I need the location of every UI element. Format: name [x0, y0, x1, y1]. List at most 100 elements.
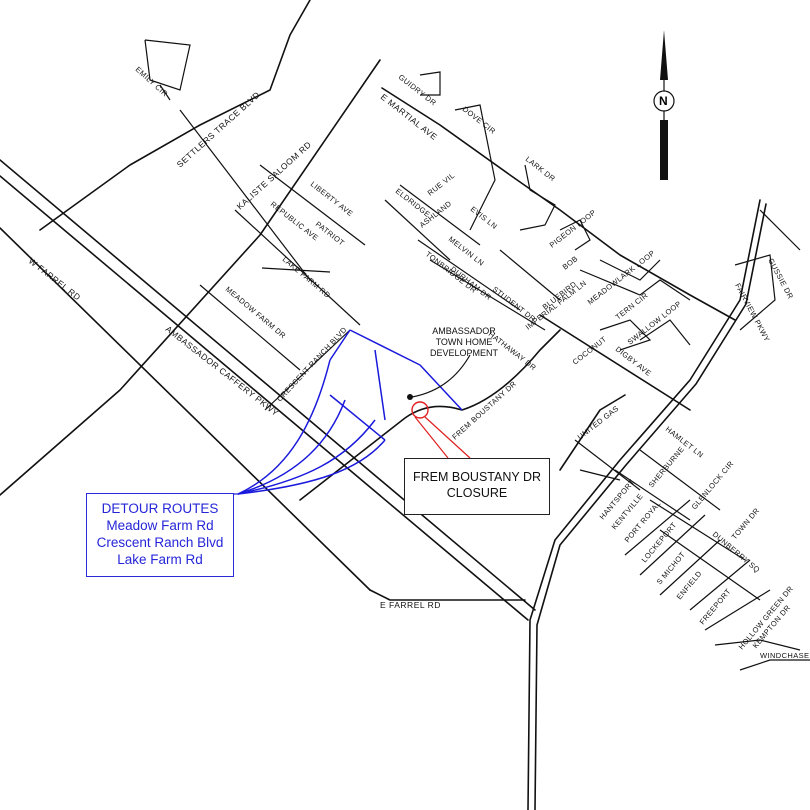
- meadow-farm-street: [199, 284, 301, 371]
- major-roads: [0, 0, 767, 810]
- closure-leader-line: [424, 416, 471, 459]
- bluebird-street: [579, 269, 691, 301]
- closure-callout: FREM BOUSTANY DR CLOSURE: [404, 458, 550, 515]
- street-label: LAKE FARM RD: [281, 255, 333, 300]
- street-label: AMBASSADOR CAFFERY PKWY: [164, 324, 281, 418]
- kentville-street: [624, 499, 691, 556]
- digby-road: [539, 314, 691, 411]
- lake-farm-street: [234, 209, 361, 326]
- detour-route-line: [329, 329, 351, 361]
- windchase-street: [739, 659, 810, 671]
- dove-street: [454, 104, 496, 231]
- lockeport-street: [659, 539, 721, 596]
- street-label: UNITED GAS: [576, 404, 621, 442]
- liberty-street: [259, 164, 366, 246]
- north-arrow-letter: N: [659, 94, 668, 108]
- hantsport-street: [579, 469, 621, 481]
- north-arrow-icon: N: [653, 30, 675, 180]
- main-ns-road: [527, 199, 761, 810]
- detour-route-line: [237, 399, 346, 495]
- street-label: SHERBURNE: [647, 445, 686, 490]
- sherburne-street: [639, 449, 721, 511]
- detour-route-line: [237, 359, 331, 495]
- street-label: ENFIELD: [675, 569, 704, 601]
- detour-route-line: [419, 364, 463, 411]
- detour-route-line: [374, 349, 386, 421]
- rue-vil-street: [399, 184, 481, 246]
- frem-boustany-road: [299, 329, 561, 501]
- development-line3: DEVELOPMENT: [429, 348, 498, 358]
- settlers-trace-road: [39, 0, 311, 231]
- united-gas-road: [559, 394, 626, 471]
- street-label: SETTLERS TRACE BLVD: [175, 90, 262, 170]
- detour-route-line: [329, 394, 386, 441]
- development-point: [407, 394, 413, 400]
- durham-street: [429, 259, 546, 331]
- street-label: EVIS LN: [469, 204, 499, 231]
- closure-circle: [411, 401, 429, 419]
- street-label: LARK DR: [524, 154, 558, 183]
- ambassador-caffery-road-2: [0, 175, 529, 621]
- detour-route-label: Lake Farm Rd: [117, 552, 203, 567]
- north-arrow-tail: [660, 120, 668, 180]
- closure-title: FREM BOUSTANY DR: [412, 470, 542, 484]
- development-line2: TOWN HOME: [435, 337, 493, 347]
- street-label: W FARREL RD: [27, 256, 83, 303]
- kaliste-saloom-road: [0, 59, 381, 496]
- s-michot-street: [689, 559, 751, 611]
- crescent-street: [264, 329, 351, 411]
- emily-cir-road: [144, 39, 191, 91]
- detour-route-label: Crescent Ranch Blvd: [96, 535, 224, 550]
- street-label: GLENLOCK CIR: [690, 459, 736, 511]
- street-label: TOWN DR: [730, 506, 762, 541]
- pigeon-street: [559, 219, 591, 251]
- development-pointer: [407, 354, 471, 400]
- detour-route-label: Meadow Farm Rd: [106, 518, 214, 533]
- street-label: IMPERIAL PALM LN: [524, 278, 588, 331]
- development-label: AMBASSADOR TOWN HOME DEVELOPMENT: [424, 326, 504, 359]
- e-farrel-road: [369, 589, 526, 601]
- republic-street: [261, 267, 331, 273]
- united-gas-street: [574, 439, 641, 491]
- street-label: DURHAM DR: [449, 264, 494, 302]
- street-label: FAIRVIEW PKWY: [733, 282, 771, 344]
- kaliste-street: [179, 109, 311, 281]
- street-label: CRESCENT RANCH BLVD: [275, 325, 349, 403]
- street-label: RUE VIL: [426, 171, 457, 198]
- street-label: GUIDRY DR: [397, 72, 438, 107]
- north-arrow-head: [660, 30, 668, 80]
- street-label: GUSSIE DR: [766, 257, 795, 301]
- freeport-street: [704, 589, 771, 631]
- guidry-street: [419, 71, 441, 96]
- street-label: BOB: [561, 254, 580, 272]
- gussie-street: [734, 254, 776, 331]
- fairview-street: [759, 209, 801, 251]
- north-arrow-circle: [653, 90, 675, 112]
- detour-route-line: [349, 329, 421, 366]
- e-martial-road: [381, 87, 736, 321]
- detour-routes-callout: DETOUR ROUTES Meadow Farm Rd Crescent Ra…: [86, 493, 234, 577]
- emily-connector: [159, 84, 171, 101]
- street-label: DIGBY AVE: [614, 344, 653, 378]
- tern-street: [599, 319, 652, 351]
- street-label: COCONUT: [571, 334, 609, 366]
- street-label: E FARREL RD: [380, 600, 441, 610]
- meadowlark-street: [599, 259, 661, 281]
- closure-subtitle: CLOSURE: [446, 486, 508, 500]
- detour-routes: [237, 329, 463, 495]
- tonbridge-street: [417, 239, 521, 311]
- swallow-street: [639, 319, 691, 346]
- street-label: PIGEON LOOP: [548, 208, 598, 250]
- detour-route-line: [237, 419, 376, 495]
- development-leader-line: [411, 354, 471, 398]
- lark-street: [519, 164, 556, 231]
- hamlet-street: [614, 469, 691, 521]
- detour-title: DETOUR ROUTES: [101, 501, 219, 516]
- street-label: FREEPORT: [698, 587, 733, 626]
- street-label: S MICHOT: [655, 550, 688, 586]
- main-ns-road-2: [534, 203, 767, 810]
- closure-marker: [411, 401, 471, 459]
- street-label: WINDCHASE: [760, 651, 809, 660]
- port-royal-street: [639, 514, 706, 576]
- w-farrel-road: [0, 227, 371, 591]
